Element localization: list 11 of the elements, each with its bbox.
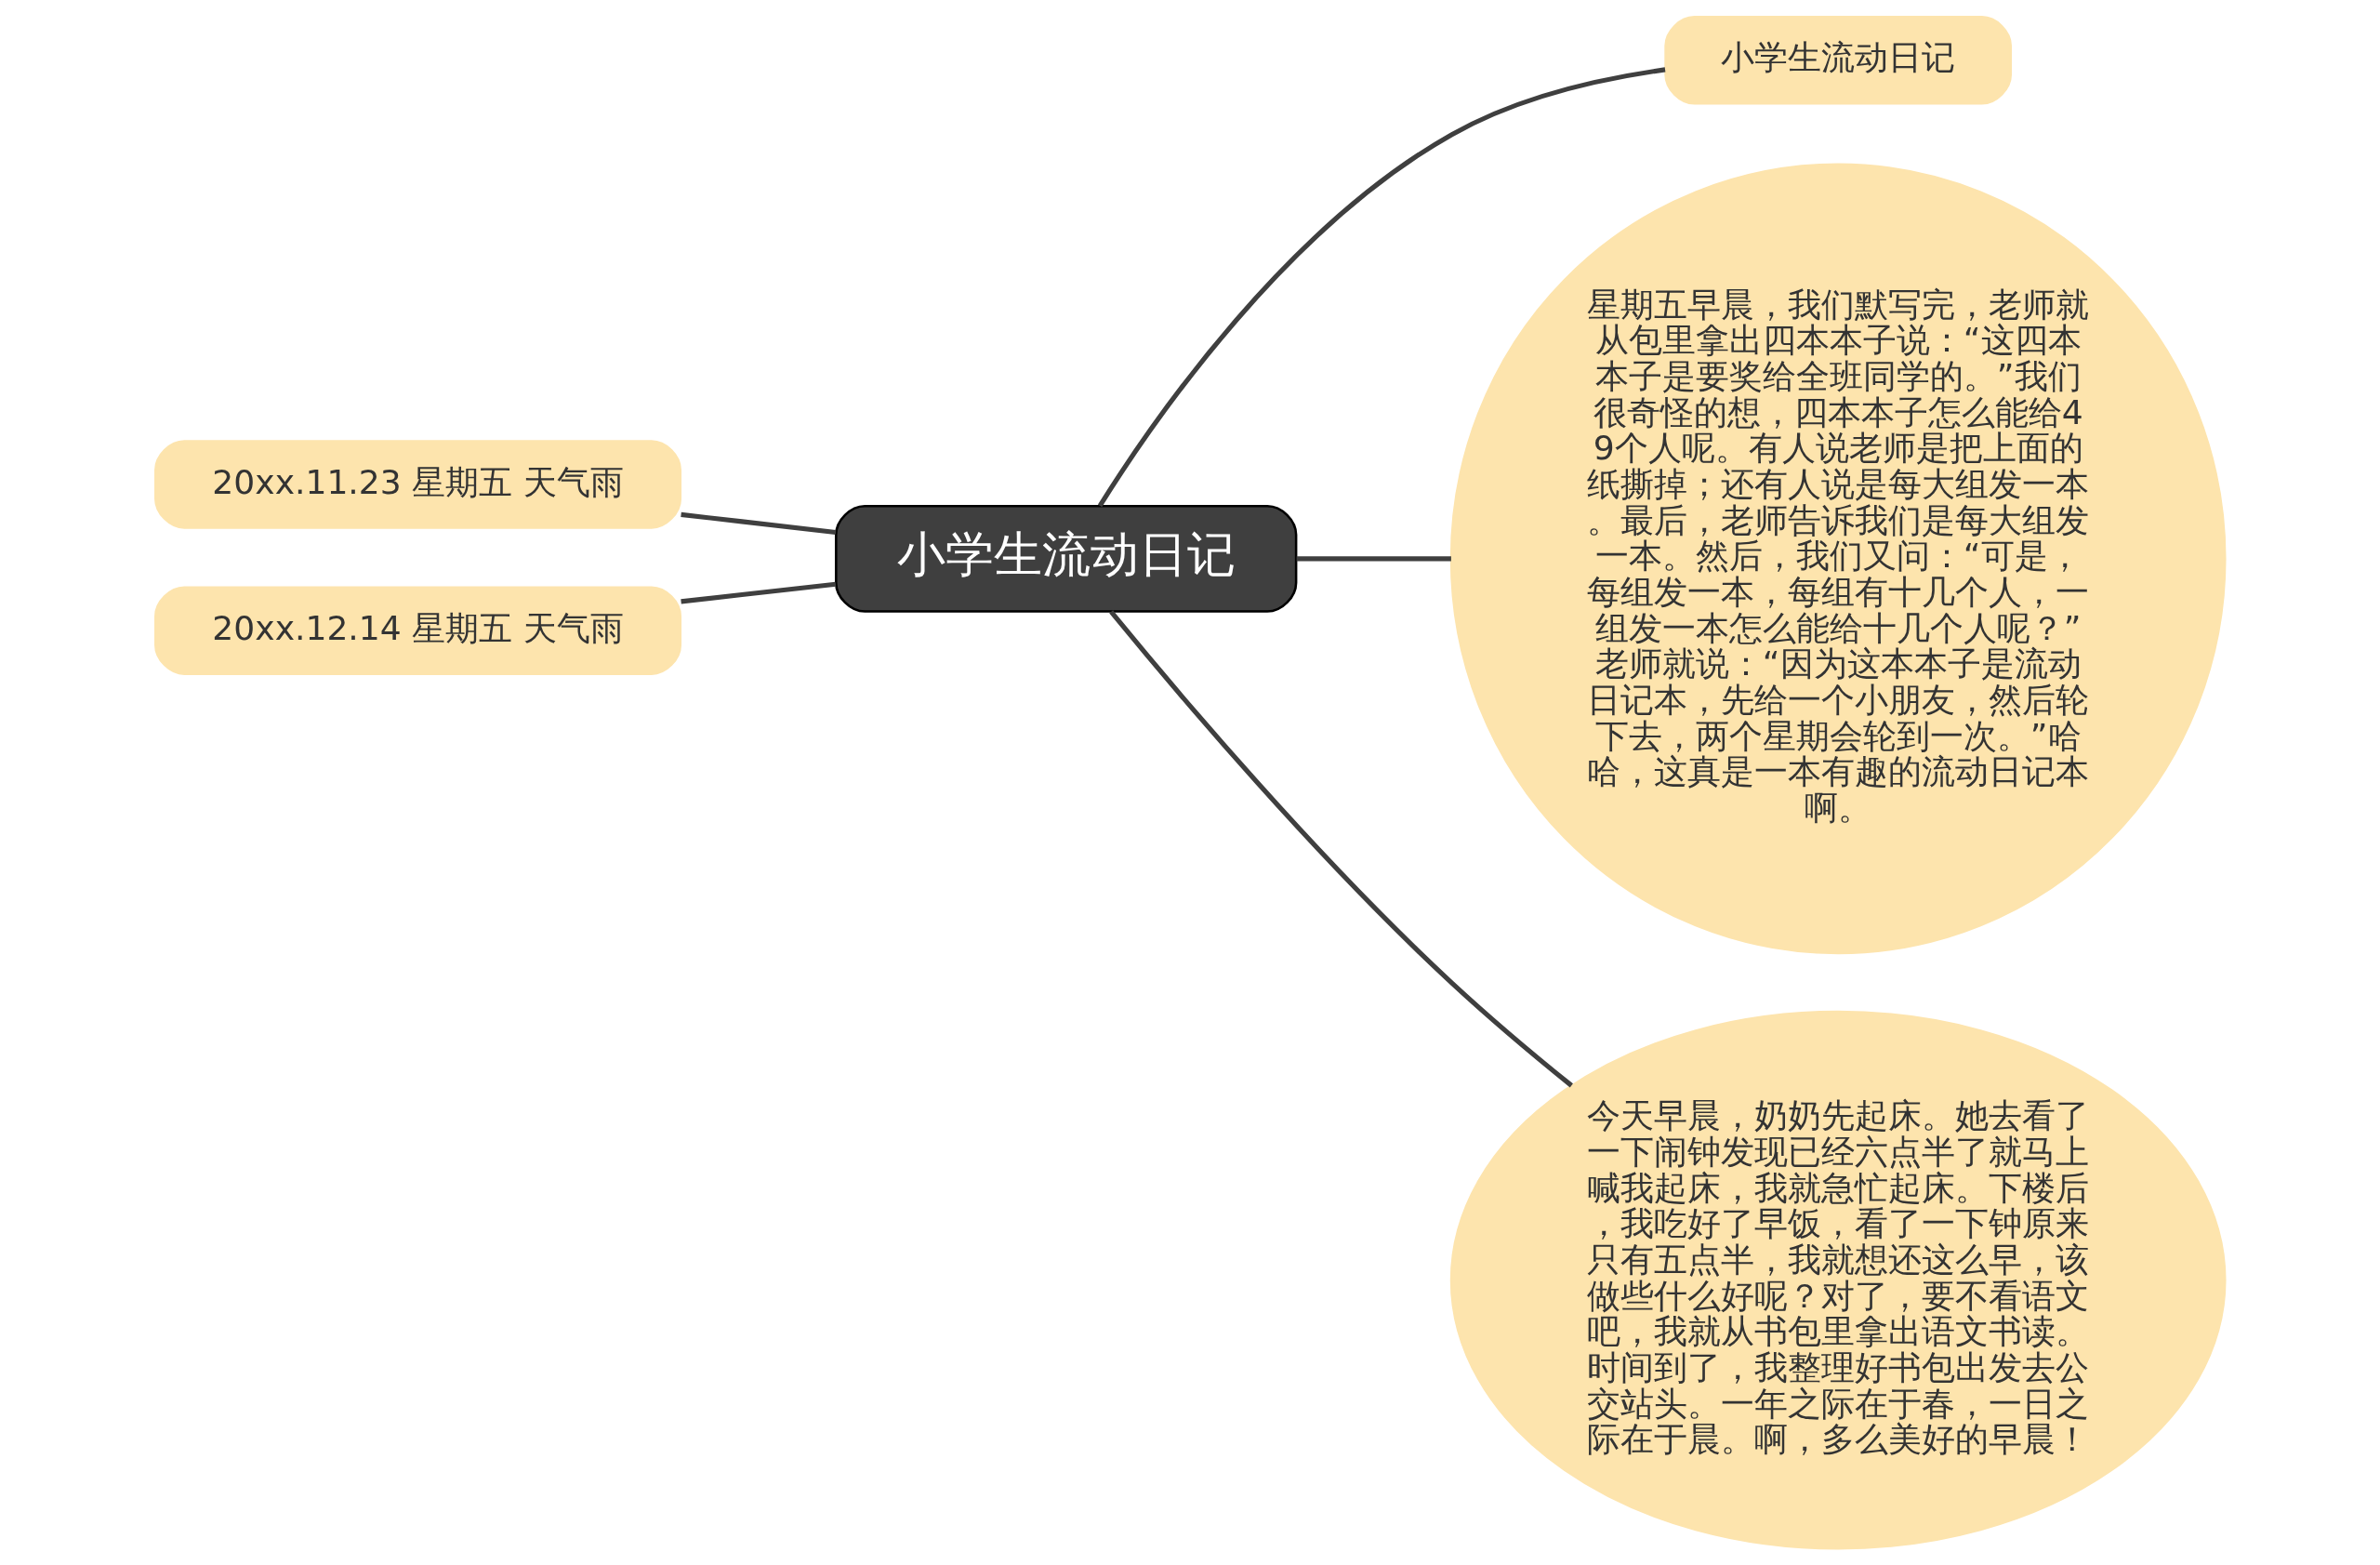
node-ellipse: 今天早晨，奶奶先起床。她去看了一下闹钟发现已经六点半了就马上喊我起床，我就急忙起床。下楼后，我吃好了早饭，看了一下钟原来只有五点半，我就想还这么早，该做些什么好呢？对了，要不看语文吧，我就从书包里拿出语文书读。时间到了，我整理好书包出发去公交站头。一年之际在于春，一日之际在于晨。啊，多么美好的早晨！ (1449, 1010, 2227, 1550)
node-circle: 星期五早晨，我们默写完，老师就从包里拿出四本本子说：“这四本本子是要奖给全班同学的。”我们很奇怪的想，四本本子怎么能给49个人呢。有人说老师是把上面的纸撕掉；还有人说是每大组发一本。最后，老师告诉我们是每大组发一本。然后，我们又问：“可是，每组发一本，每组有十几个人，一组发一本怎么能给十几个人呢？”老师就说：“因为这本本子是流动日记本，先给一个小朋友，然后轮下去，两个星期会轮到一次。”哈哈，这真是一本有趣的流动日记本啊。 (1449, 163, 2227, 955)
connector (1097, 67, 1666, 508)
connector (1109, 610, 1573, 1088)
node-box: 20xx.11.23 星期五 天气雨 (154, 440, 682, 529)
connector (681, 581, 837, 604)
node-box: 小学生流动日记 (1664, 16, 2013, 105)
connector (1296, 556, 1451, 562)
connector (681, 511, 837, 536)
node-box: 小学生流动日记 (835, 504, 1298, 613)
node-box: 20xx.12.14 星期五 天气雨 (154, 586, 682, 675)
